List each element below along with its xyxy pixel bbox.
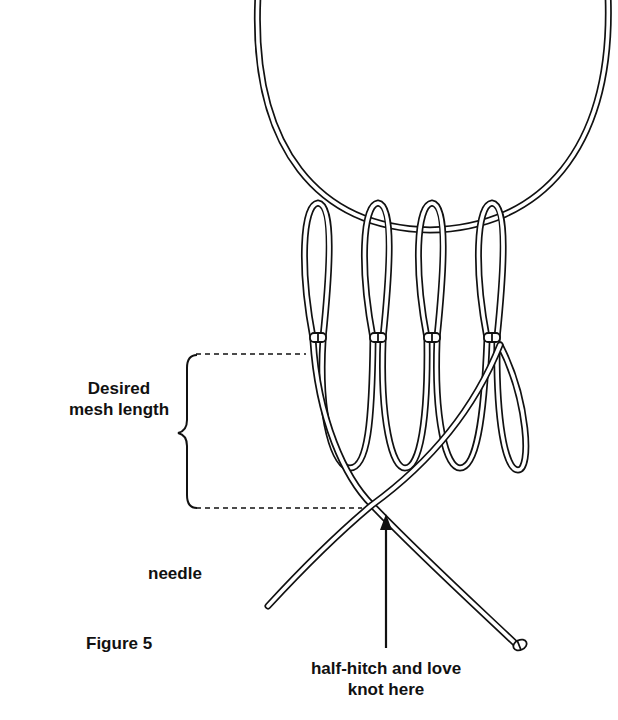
dimension-brace	[178, 355, 197, 508]
pointer-arrow	[380, 514, 392, 648]
figure-number: Figure 5	[86, 633, 196, 654]
needle-label: needle	[148, 563, 238, 584]
knots	[310, 333, 528, 652]
loops-over-gauge	[304, 203, 503, 338]
working-strand	[313, 340, 518, 646]
dimension-label: Desired mesh length	[64, 378, 174, 421]
needle-strand	[268, 345, 500, 606]
gauge-cord	[257, 0, 608, 230]
knot-note: half-hitch and love knot here	[298, 658, 474, 701]
dimension-lines	[196, 354, 362, 508]
